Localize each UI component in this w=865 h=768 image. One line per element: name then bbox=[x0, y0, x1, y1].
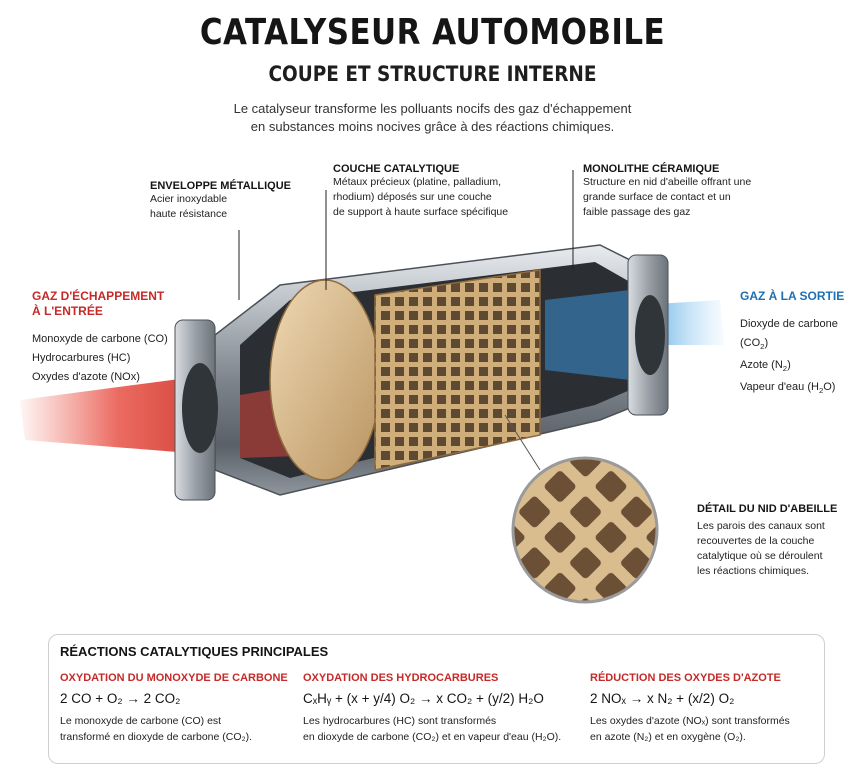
inlet-gas-flow bbox=[20, 375, 215, 455]
page-subtitle: COUPE ET STRUCTURE INTERNE bbox=[268, 62, 597, 86]
callout-honeycomb-line2: recouvertes de la couche bbox=[697, 535, 815, 547]
callout-honeycomb-line4: les réactions chimiques. bbox=[697, 565, 810, 577]
callout-honeycomb: DÉTAIL DU NID D'ABEILLE Les parois des c… bbox=[697, 503, 837, 579]
callout-monolith-title: MONOLITHE CÉRAMIQUE bbox=[583, 163, 720, 175]
callout-coating-title: COUCHE CATALYTIQUE bbox=[333, 163, 460, 175]
outlet-title: GAZ À LA SORTIE bbox=[740, 289, 845, 303]
reaction-nox-equation: 2 NOₓ → x N₂ + (x/2) O₂ bbox=[590, 691, 735, 706]
outlet-gas-item: Azote (N2) bbox=[740, 359, 791, 374]
reaction-nox: RÉDUCTION DES OXYDES D'AZOTE 2 NOₓ → x N… bbox=[590, 672, 815, 745]
reaction-nox-desc-line1: Les oxydes d'azote (NOₓ) sont transformé… bbox=[590, 715, 790, 727]
reaction-hc: OXYDATION DES HYDROCARBURES CₓHᵧ + (x + … bbox=[303, 672, 573, 745]
callout-monolith-line2: grande surface de contact et un bbox=[583, 191, 731, 203]
reaction-nox-desc-line2: en azote (N₂) et en oxygène (O₂). bbox=[590, 731, 746, 743]
callout-monolith-line1: Structure en nid d'abeille offrant une bbox=[583, 176, 752, 188]
outlet-gas-item: Vapeur d'eau (H2O) bbox=[740, 381, 836, 396]
reactions-panel-title: RÉACTIONS CATALYTIQUES PRINCIPALES bbox=[60, 644, 329, 659]
reaction-hc-equation: CₓHᵧ + (x + y/4) O₂ → x CO₂ + (y/2) H₂O bbox=[303, 691, 544, 706]
reactions-panel bbox=[48, 634, 825, 764]
reaction-nox-title: RÉDUCTION DES OXYDES D'AZOTE bbox=[590, 672, 781, 684]
inlet-gas-panel: GAZ D'ÉCHAPPEMENT À L'ENTRÉE Monoxyde de… bbox=[32, 289, 168, 387]
callout-coating: COUCHE CATALYTIQUE Métaux précieux (plat… bbox=[333, 163, 508, 220]
outlet-gas-panel: GAZ À LA SORTIE Dioxyde de carbone (CO2)… bbox=[740, 289, 865, 401]
reaction-co-desc-line1: Le monoxyde de carbone (CO) est bbox=[60, 715, 222, 727]
callout-honeycomb-title: DÉTAIL DU NID D'ABEILLE bbox=[697, 503, 838, 515]
inlet-gas-item: Monoxyde de carbone (CO) bbox=[32, 333, 168, 345]
callout-honeycomb-line1: Les parois des canaux sont bbox=[697, 520, 825, 532]
callout-monolith: MONOLITHE CÉRAMIQUE Structure en nid d'a… bbox=[583, 163, 751, 220]
callout-envelope-line2: haute résistance bbox=[150, 208, 228, 220]
ceramic-monolith bbox=[374, 269, 541, 471]
page-title: CATALYSEUR AUTOMOBILE bbox=[199, 12, 666, 53]
honeycomb-detail-circle bbox=[511, 456, 659, 604]
reaction-co-title: OXYDATION DU MONOXYDE DE CARBONE bbox=[60, 672, 288, 684]
inlet-gas-item: Oxydes d'azote (NOx) bbox=[32, 371, 140, 383]
reaction-hc-title: OXYDATION DES HYDROCARBURES bbox=[303, 672, 499, 684]
catalytic-coating-disc bbox=[269, 279, 381, 481]
callout-envelope-title: ENVELOPPE MÉTALLIQUE bbox=[150, 180, 291, 192]
outlet-opening bbox=[635, 295, 665, 375]
callout-coating-line2: rhodium) déposés sur une couche bbox=[333, 191, 492, 203]
inlet-gas-item: Hydrocarbures (HC) bbox=[32, 352, 131, 364]
callout-envelope-line1: Acier inoxydable bbox=[150, 193, 228, 205]
catalytic-converter-illustration bbox=[20, 170, 724, 604]
callout-monolith-line3: faible passage des gaz bbox=[583, 206, 691, 218]
outlet-gas-item: Dioxyde de carbone (CO2) bbox=[740, 318, 838, 352]
callout-envelope: ENVELOPPE MÉTALLIQUE Acier inoxydable ha… bbox=[150, 180, 291, 222]
inlet-title-line2: À L'ENTRÉE bbox=[32, 304, 103, 318]
intro-line-2: en substances moins nocives grâce à des … bbox=[250, 119, 615, 134]
reaction-co-equation: 2 CO + O₂ → 2 CO₂ bbox=[60, 691, 181, 706]
reaction-co-desc-line2: transformé en dioxyde de carbone (CO₂). bbox=[60, 731, 252, 743]
callout-coating-line3: de support à haute surface spécifique bbox=[333, 206, 509, 218]
reaction-hc-desc-line1: Les hydrocarbures (HC) sont transformés bbox=[303, 715, 497, 727]
reaction-co: OXYDATION DU MONOXYDE DE CARBONE 2 CO + … bbox=[60, 672, 290, 745]
callout-honeycomb-line3: catalytique où se déroulent bbox=[697, 550, 823, 562]
reaction-hc-desc-line2: en dioxyde de carbone (CO₂) et en vapeur… bbox=[303, 731, 562, 743]
inlet-title-line1: GAZ D'ÉCHAPPEMENT bbox=[32, 289, 165, 303]
inlet-opening bbox=[182, 363, 218, 453]
intro-text: Le catalyseur transforme les polluants n… bbox=[0, 100, 865, 136]
callout-coating-line1: Métaux précieux (platine, palladium, bbox=[333, 176, 502, 188]
intro-line-1: Le catalyseur transforme les polluants n… bbox=[233, 101, 632, 116]
